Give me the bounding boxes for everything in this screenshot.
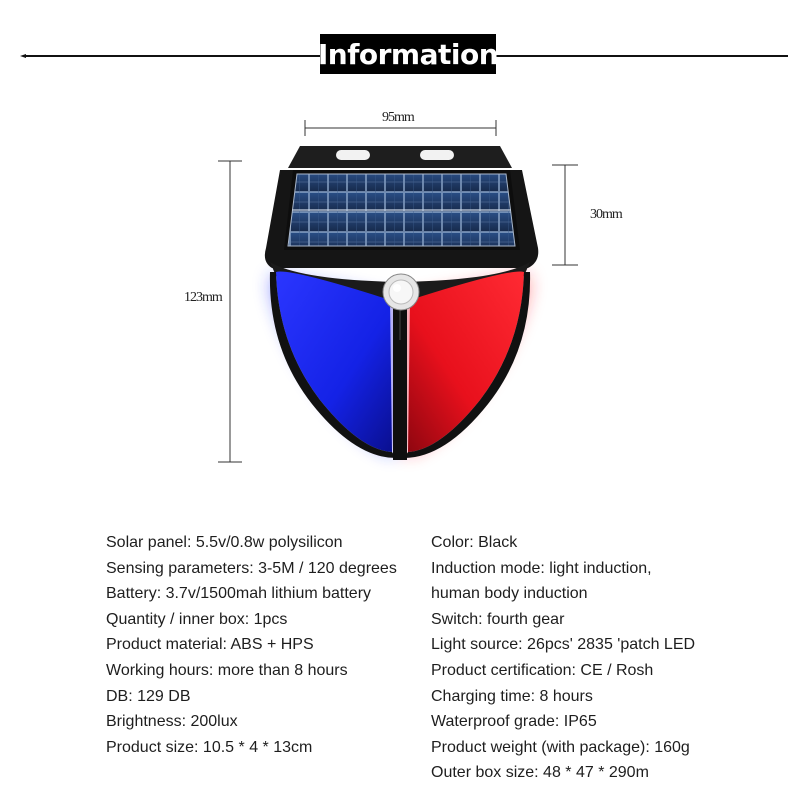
- blue-light-lens: [269, 271, 396, 458]
- total-height-dimension: [218, 160, 242, 463]
- spec-light-source: Light source: 26pcs' 2835 'patch LED: [431, 636, 696, 654]
- page-title: Information: [318, 34, 499, 74]
- spec-product-size: Product size: 10.5 * 4 * 13cm: [106, 738, 313, 756]
- spec-induction-mode: Induction mode: light induction,: [431, 559, 652, 577]
- spec-material: Product material: ABS + HPS: [106, 636, 314, 654]
- spec-product-weight: Product weight (with package): 160g: [431, 738, 690, 756]
- spec-solar-panel: Solar panel: 5.5v/0.8w polysilicon: [106, 534, 343, 551]
- spec-column-left: Solar panel: 5.5v/0.8w polysilicon Sensi…: [106, 530, 397, 760]
- spec-color: Color: Black: [431, 534, 518, 551]
- header-rule-right: [496, 55, 788, 57]
- spec-sensing-parameters: Sensing parameters: 3-5M / 120 degrees: [106, 559, 397, 577]
- panel-height-dimension: [552, 164, 578, 266]
- spec-induction-mode-cont: human body induction: [431, 585, 588, 603]
- center-divider: [393, 300, 407, 460]
- spec-battery: Battery: 3.7v/1500mah lithium battery: [106, 585, 372, 603]
- width-label: 95mm: [382, 110, 415, 125]
- spec-quantity: Quantity / inner box: 1pcs: [106, 610, 288, 628]
- solar-panel: [284, 170, 520, 250]
- header-rule-left: [20, 54, 320, 58]
- spec-charging-time: Charging time: 8 hours: [431, 687, 593, 705]
- panel-height-label: 30mm: [590, 207, 623, 222]
- spec-db: DB: 129 DB: [106, 687, 191, 705]
- product-illustration: [218, 120, 578, 463]
- spec-column-right: Color: Black Induction mode: light induc…: [431, 530, 695, 786]
- motion-sensor-icon: [382, 273, 420, 311]
- spec-waterproof-grade: Waterproof grade: IP65: [431, 713, 597, 731]
- spec-switch: Switch: fourth gear: [431, 610, 565, 628]
- spec-certification: Product certification: CE / Rosh: [431, 661, 654, 679]
- width-dimension: [304, 120, 497, 136]
- red-light-lens: [404, 271, 531, 458]
- mounting-bracket: [288, 146, 512, 168]
- total-height-label: 123mm: [184, 290, 223, 305]
- spec-brightness: Brightness: 200lux: [106, 713, 238, 731]
- spec-outer-box-size: Outer box size: 48 * 47 * 290m: [431, 764, 649, 782]
- spec-working-hours: Working hours: more than 8 hours: [106, 661, 348, 679]
